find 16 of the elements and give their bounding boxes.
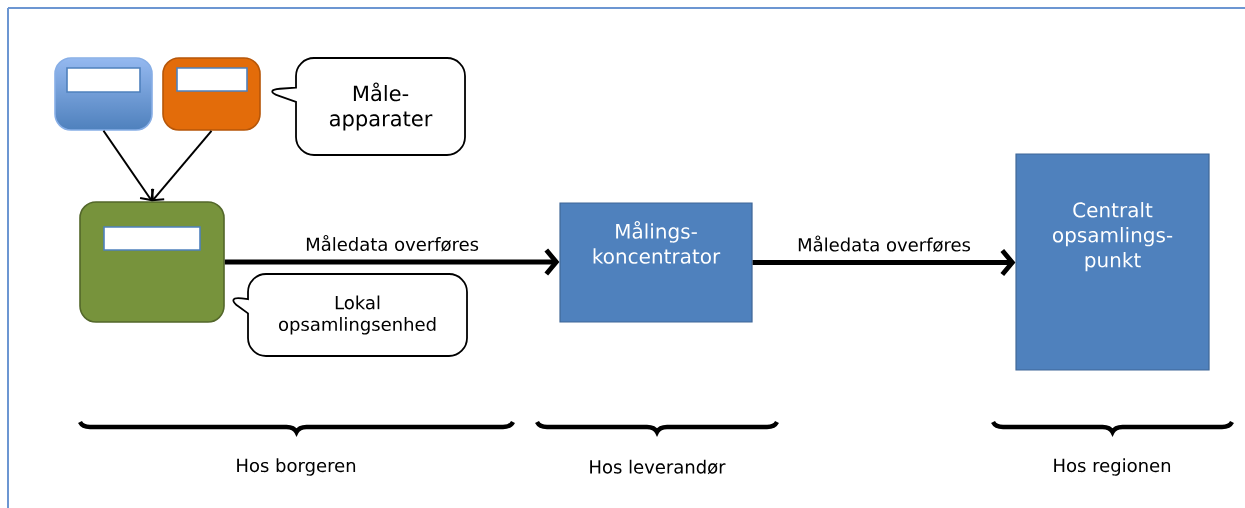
arrow <box>752 248 1016 277</box>
arrow <box>224 248 560 276</box>
group-label: Hos leverandør <box>590 459 726 475</box>
device-box <box>54 57 153 131</box>
speech-bubble: Måle- apparater <box>271 57 466 156</box>
edge-label: Måledata overføres <box>798 235 971 253</box>
arrow <box>102 129 155 202</box>
edge-label: Måledata overføres <box>306 234 479 252</box>
device-box <box>162 57 261 131</box>
arrow <box>150 129 213 202</box>
process-box: Centralt opsamlings- punkt <box>1015 153 1210 371</box>
device-box <box>79 201 225 323</box>
group-label: Hos regionen <box>1054 458 1171 476</box>
process-box: Målings- koncentrator <box>559 202 753 323</box>
group-label: Hos borgeren <box>237 458 356 476</box>
speech-bubble: Lokal opsamlingsenhed <box>232 273 468 357</box>
